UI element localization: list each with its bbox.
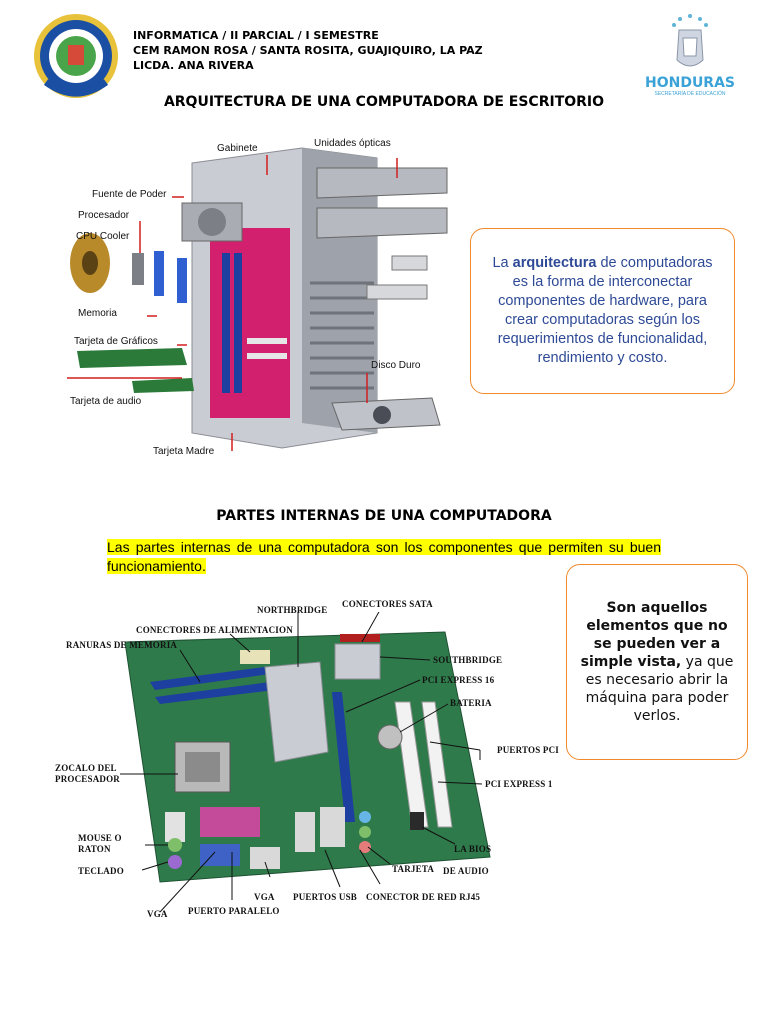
arquitectura-callout: La arquitectura de computadoras es la fo… — [470, 228, 735, 394]
label-zocalo-1: ZOCALO DEL — [55, 763, 117, 773]
label-pci-express-1: PCI EXPRESS 1 — [485, 779, 553, 789]
honduras-wordmark: HONDURAS — [644, 75, 736, 91]
label-gabinete: Gabinete — [217, 143, 258, 154]
section2-title: PARTES INTERNAS DE UNA COMPUTADORA — [216, 508, 552, 524]
label-memoria: Memoria — [78, 308, 117, 319]
label-fuente-de-poder: Fuente de Poder — [92, 189, 167, 200]
label-puertos-usb: PUERTOS USB — [293, 892, 357, 902]
honduras-logo: HONDURAS SECRETARÍA DE EDUCACIÓN — [640, 12, 740, 102]
label-northbridge: NORTHBRIDGE — [257, 605, 328, 615]
label-ranuras-memoria: RANURAS DE MEMORIA — [66, 640, 178, 650]
label-tarjeta: TARJETA — [392, 864, 435, 874]
label-conectores-sata: CONECTORES SATA — [342, 599, 433, 609]
label-pci-express-16: PCI EXPRESS 16 — [422, 675, 495, 685]
partes-internas-definition: Son aquellos elementos que no se pueden … — [580, 600, 734, 724]
label-tarjeta-madre: Tarjeta Madre — [153, 446, 215, 457]
school-logo — [32, 12, 120, 100]
header-line-3: LICDA. ANA RIVERA — [133, 59, 254, 72]
desktop-computer-diagram — [62, 133, 452, 463]
honduras-subtitle: SECRETARÍA DE EDUCACIÓN — [654, 91, 726, 97]
arquitectura-definition: La arquitectura de computadoras es la fo… — [492, 255, 713, 366]
label-unidades-opticas: Unidades ópticas — [314, 138, 391, 149]
label-conector-rj45: CONECTOR DE RED RJ45 — [366, 892, 481, 902]
label-mouse-2: RATON — [78, 844, 111, 854]
label-puertos-pci: PUERTOS PCI — [497, 745, 559, 755]
label-puerto-paralelo: PUERTO PARALELO — [188, 906, 280, 916]
label-de-audio: DE AUDIO — [443, 866, 489, 876]
label-vga-1: VGA — [254, 892, 275, 902]
label-la-bios: LA BIOS — [454, 844, 492, 854]
header-line-1: INFORMATICA / II PARCIAL / I SEMESTRE — [133, 29, 379, 42]
label-conectores-alimentacion: CONECTORES DE ALIMENTACION — [136, 625, 293, 635]
label-bateria: BATERIA — [450, 698, 492, 708]
label-vga-2: VGA — [147, 909, 168, 919]
label-procesador: Procesador — [78, 210, 130, 221]
section1-title: ARQUITECTURA DE UNA COMPUTADORA DE ESCRI… — [163, 94, 605, 110]
motherboard-diagram — [50, 609, 560, 922]
label-zocalo-2: PROCESADOR — [55, 774, 121, 784]
label-tarjeta-audio: Tarjeta de audio — [70, 396, 142, 407]
label-southbridge: SOUTHBRIDGE — [433, 655, 503, 665]
header-line-2: CEM RAMON ROSA / SANTA ROSITA, GUAJIQUIR… — [133, 44, 483, 57]
label-cpu-cooler: CPU Cooler — [76, 231, 130, 242]
label-mouse-1: MOUSE O — [78, 833, 122, 843]
label-disco-duro: Disco Duro — [371, 360, 421, 371]
label-tarjeta-graficos: Tarjeta de Gráficos — [74, 336, 158, 347]
partes-internas-callout: Son aquellos elementos que no se pueden … — [566, 564, 748, 760]
label-teclado: TECLADO — [78, 866, 124, 876]
